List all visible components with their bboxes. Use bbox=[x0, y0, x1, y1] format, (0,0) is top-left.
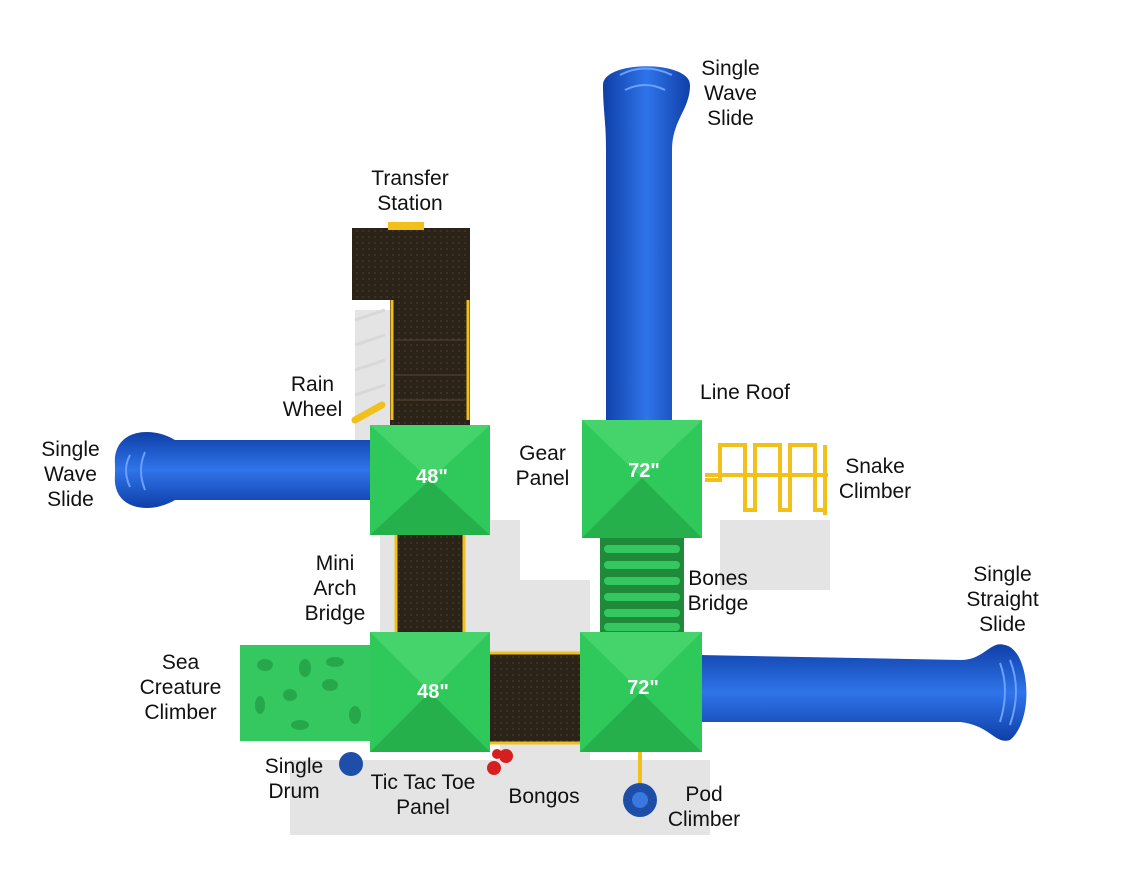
label-pod-climber: Pod Climber bbox=[667, 783, 741, 831]
single-wave-slide-top bbox=[603, 66, 690, 425]
label-mini-arch-bridge: Mini Arch Bridge bbox=[304, 552, 366, 625]
roof-label-bottom-left: 48" bbox=[417, 681, 449, 703]
roof-label-top-right: 72" bbox=[628, 460, 660, 482]
single-straight-slide bbox=[700, 644, 1027, 741]
roof-bottom-left: 48" bbox=[370, 632, 490, 752]
snake-climber bbox=[705, 443, 828, 515]
label-rain-wheel: Rain Wheel bbox=[282, 373, 343, 421]
bongos bbox=[487, 749, 513, 775]
label-single-drum: Single Drum bbox=[264, 755, 324, 803]
transfer-station bbox=[352, 222, 470, 428]
mini-arch-bridge bbox=[394, 535, 466, 635]
bones-bridge bbox=[600, 538, 684, 634]
roof-top-left: 48" bbox=[370, 425, 490, 535]
single-drum bbox=[339, 752, 363, 776]
roof-label-top-left: 48" bbox=[416, 466, 448, 488]
label-transfer-station: Transfer Station bbox=[371, 167, 449, 215]
single-wave-slide-left bbox=[114, 432, 381, 508]
label-line-roof: Line Roof bbox=[700, 381, 790, 404]
sea-creature-climber bbox=[240, 645, 370, 741]
pod-climber bbox=[623, 752, 657, 817]
label-tic-tac-toe-panel: Tic Tac Toe Panel bbox=[370, 771, 476, 819]
label-gear-panel: Gear Panel bbox=[515, 442, 570, 490]
label-single-wave-slide-left: Single Wave Slide bbox=[41, 438, 100, 511]
label-single-straight-slide: Single Straight Slide bbox=[966, 563, 1039, 636]
tic-tac-toe-deck bbox=[490, 651, 580, 745]
label-sea-creature-climber: Sea Creature Climber bbox=[139, 651, 222, 724]
label-bongos: Bongos bbox=[508, 785, 580, 808]
roof-bottom-right: 72" bbox=[580, 632, 702, 752]
roof-label-bottom-right: 72" bbox=[627, 677, 659, 699]
rain-wheel bbox=[351, 401, 386, 424]
label-bones-bridge: Bones Bridge bbox=[687, 567, 749, 615]
label-snake-climber: Snake Climber bbox=[838, 455, 912, 503]
roof-top-right: 72" bbox=[582, 420, 702, 538]
label-single-wave-slide-top: Single Wave Slide bbox=[701, 57, 760, 130]
